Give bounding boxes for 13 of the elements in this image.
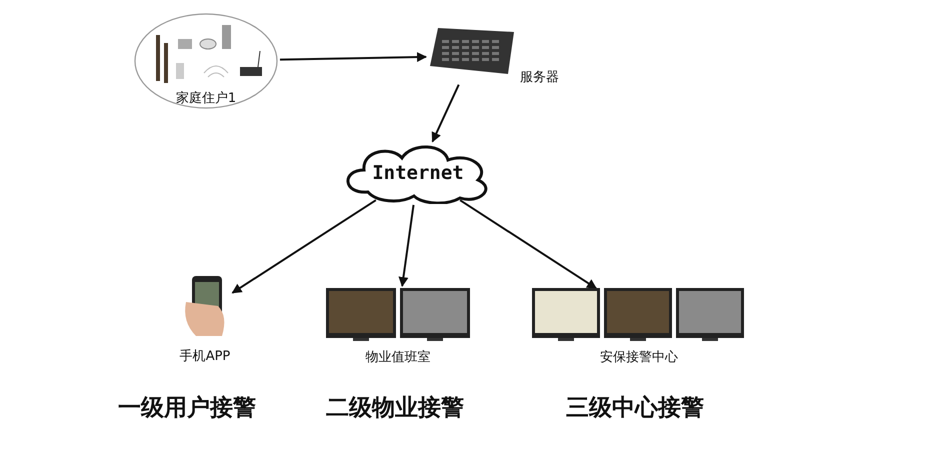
- arrow: [460, 199, 597, 290]
- device-label: 物业值班室: [364, 349, 432, 366]
- arrow: [232, 199, 376, 294]
- device-label: 手机APP: [178, 348, 232, 365]
- level-heading: 三级中心接警: [566, 394, 704, 423]
- device-label: 安保接警中心: [599, 349, 679, 366]
- cloud-label: Internet: [371, 162, 465, 184]
- arrow: [280, 52, 428, 62]
- arrow: [432, 84, 460, 142]
- level-heading: 一级用户接警: [118, 394, 256, 423]
- device-label: 服务器: [520, 69, 559, 86]
- level-heading: 二级物业接警: [326, 394, 464, 423]
- device-label: 家庭住户1: [174, 90, 238, 107]
